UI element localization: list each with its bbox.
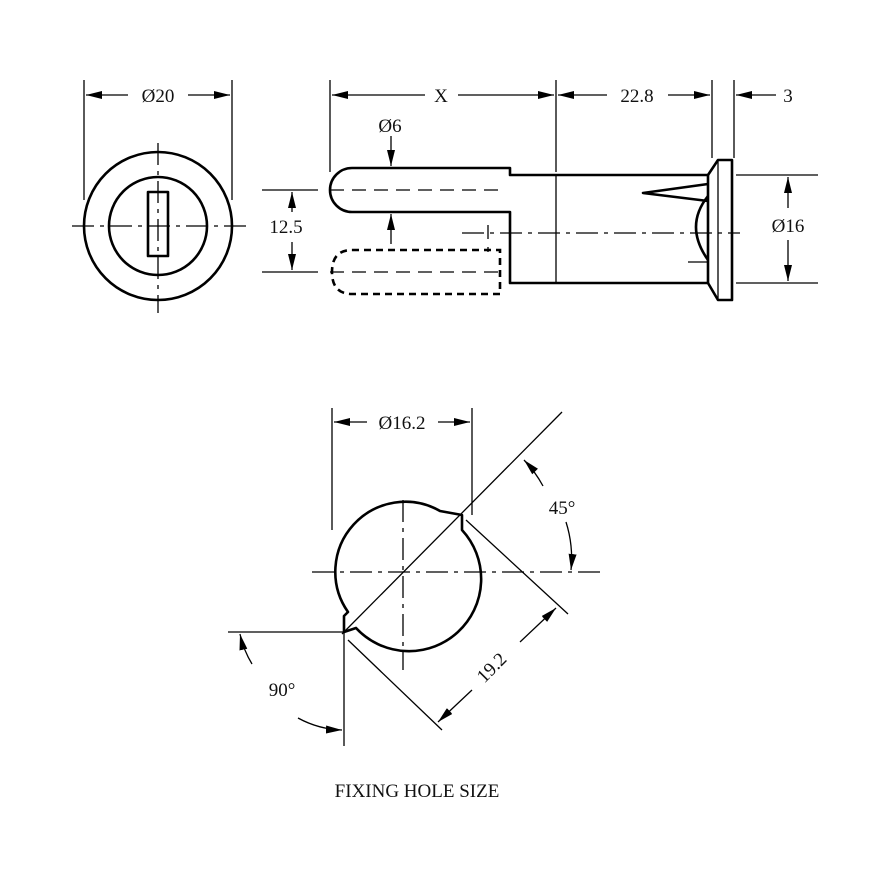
diagonal-reference-line — [341, 411, 563, 635]
angle-90-arc-lower — [297, 717, 343, 734]
length-x-label: X — [434, 86, 448, 107]
phantom-cam-outline — [330, 248, 502, 296]
fixing-hole-outline — [334, 500, 483, 653]
body-length-label: 22.8 — [620, 86, 653, 107]
fixing-hole-caption: FIXING HOLE SIZE — [335, 781, 500, 802]
flange-diameter-label: Ø16 — [772, 216, 805, 237]
angle-90-arc-upper — [239, 633, 253, 665]
across-flats-label: 19.2 — [473, 649, 511, 687]
flange-outline — [706, 158, 734, 302]
cam-throw-label: 12.5 — [269, 217, 302, 238]
angle-90-label: 90° — [269, 680, 296, 701]
angle-45-arc-upper — [523, 459, 544, 487]
flat-ext-upper — [465, 519, 569, 615]
fixing-hole-view: Ø16.2 45° 90° 19.2 — [228, 408, 600, 746]
flat-dim-arrow-upper — [519, 607, 557, 643]
front-diameter-label: Ø20 — [142, 86, 175, 107]
hole-diameter-label: Ø16.2 — [379, 413, 426, 434]
angle-45-label: 45° — [549, 498, 576, 519]
front-view: Ø20 — [72, 80, 246, 313]
flat-ext-lower — [347, 639, 443, 731]
fixing-spike — [641, 182, 709, 203]
pin-body-outline — [328, 166, 710, 285]
flat-dim-arrow-lower — [437, 689, 473, 723]
side-view: X 22.8 3 Ø6 12.5 Ø16 — [262, 80, 818, 302]
spring-clip — [694, 195, 710, 261]
angle-45-arc-lower — [565, 521, 577, 571]
pin-diameter-label: Ø6 — [378, 116, 401, 137]
flange-thickness-label: 3 — [783, 86, 793, 107]
